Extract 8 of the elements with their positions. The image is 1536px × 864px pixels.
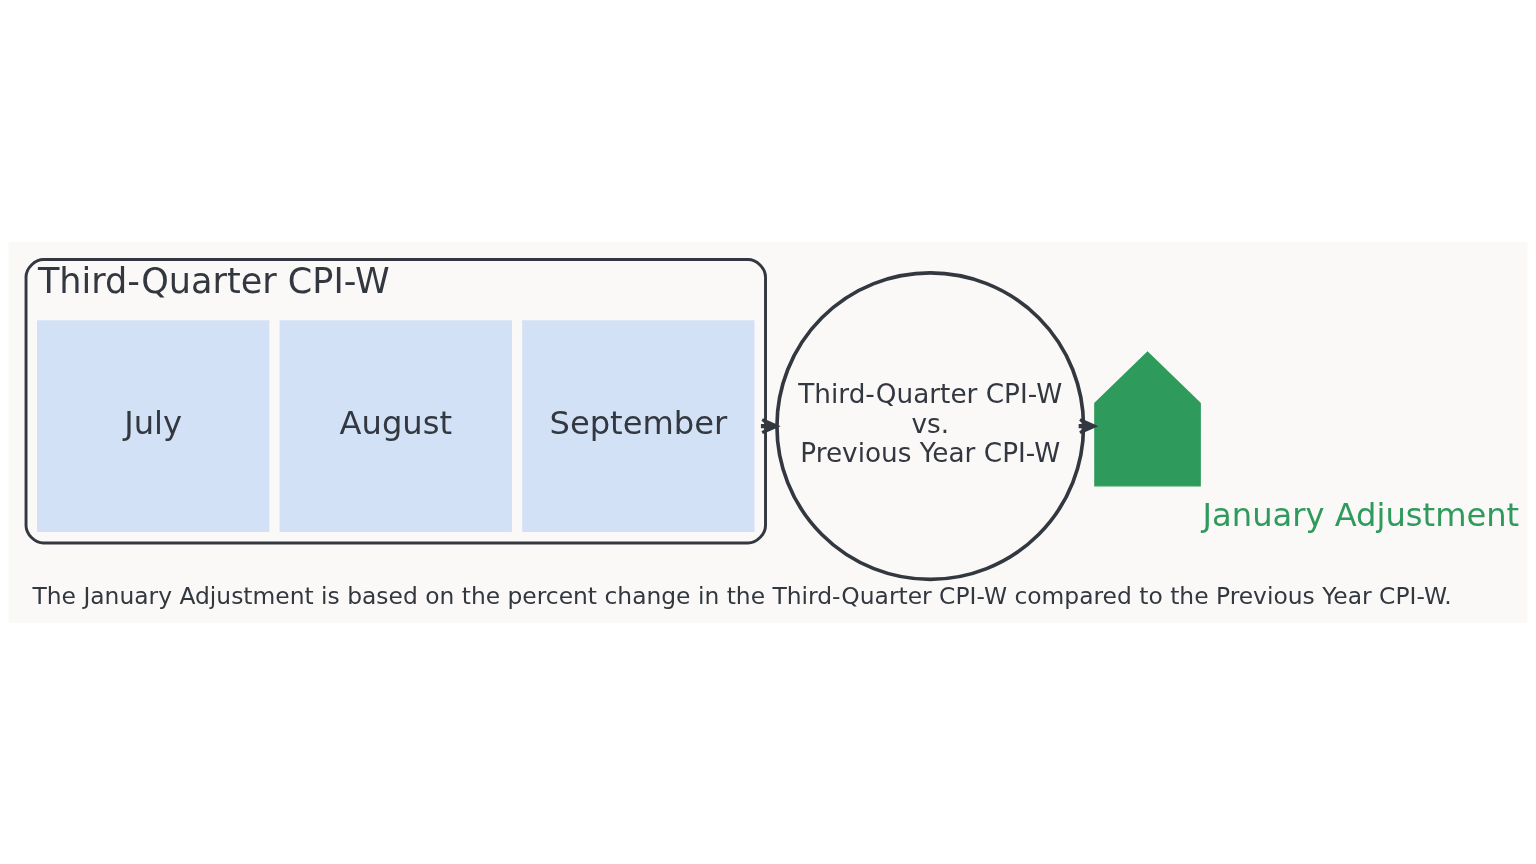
node-box: September [522,319,755,532]
arrow [760,417,779,434]
node-arrow [1094,350,1201,487]
node-box: August [279,319,512,532]
node-box: July [37,319,270,532]
node-label: January Adjustment [1202,495,1520,534]
caption: The January Adjustment is based on the percent change in the Third-Quarter CPI-W compared to the Previous Year CPI-W. [32,581,1452,610]
arrow [1078,417,1097,434]
